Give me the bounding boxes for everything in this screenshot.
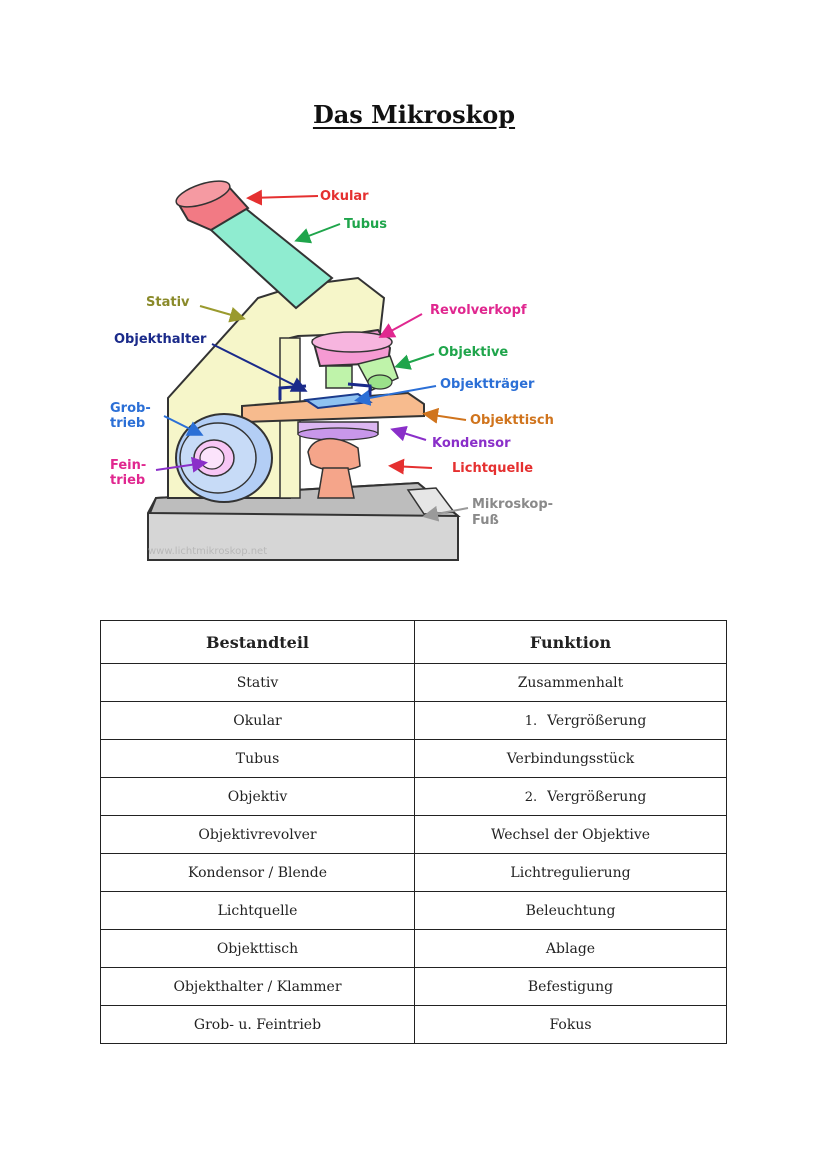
page-title: Das Mikroskop xyxy=(0,100,828,129)
cell-function: Wechsel der Objektive xyxy=(414,815,727,854)
cell-part: Tubus xyxy=(100,739,415,778)
cell-function: Zusammenhalt xyxy=(414,663,727,702)
cell-part: Objekthalter / Klammer xyxy=(100,967,415,1006)
cell-part: Objektiv xyxy=(100,777,415,816)
label-objekttraeger: Objektträger xyxy=(440,377,535,392)
table-row: Objektiv 2. Vergrößerung xyxy=(100,777,727,816)
label-tubus: Tubus xyxy=(344,217,387,232)
cell-function: Ablage xyxy=(414,929,727,968)
cell-part: Objekttisch xyxy=(100,929,415,968)
cell-function-text: Vergrößerung xyxy=(547,788,647,805)
list-number: 2. xyxy=(524,789,538,805)
cell-function: 1. Vergrößerung xyxy=(414,701,727,740)
cell-function: Lichtregulierung xyxy=(414,853,727,892)
cell-part: Grob- u. Feintrieb xyxy=(100,1005,415,1044)
table-row: Okular 1. Vergrößerung xyxy=(100,701,727,740)
page-title-text: Das Mikroskop xyxy=(312,100,516,129)
cell-part: Lichtquelle xyxy=(100,891,415,930)
diagram-arrows xyxy=(155,189,469,522)
table-row: Stativ Zusammenhalt xyxy=(100,663,727,702)
cell-part: Objektivrevolver xyxy=(100,815,415,854)
table-row: Objektivrevolver Wechsel der Objektive xyxy=(100,815,727,854)
cell-part: Stativ xyxy=(100,663,415,702)
label-grobtrieb-1: Grob- xyxy=(110,401,151,416)
list-number: 1. xyxy=(524,713,538,729)
cell-function: Befestigung xyxy=(414,967,727,1006)
table-row: Tubus Verbindungsstück xyxy=(100,739,727,778)
table-header-row: Bestandteil Funktion xyxy=(100,620,727,664)
microscope-light xyxy=(307,437,361,499)
microscope-svg: Okular Tubus Stativ Revolverkopf Objekth… xyxy=(110,180,554,561)
table-row: Lichtquelle Beleuchtung xyxy=(100,891,727,930)
microscope-condenser xyxy=(297,421,379,441)
label-fuss-2: Fuß xyxy=(472,513,499,528)
header-bestandteil: Bestandteil xyxy=(100,620,415,664)
table-row: Grob- u. Feintrieb Fokus xyxy=(100,1005,727,1044)
microscope-focus-knobs xyxy=(175,413,273,503)
cell-part: Kondensor / Blende xyxy=(100,853,415,892)
label-revolverkopf: Revolverkopf xyxy=(430,303,527,318)
microscope-objectives xyxy=(325,355,399,391)
label-objektive: Objektive xyxy=(438,345,508,360)
label-feintrieb-2: trieb xyxy=(110,473,145,488)
label-fuss-1: Mikroskop- xyxy=(472,497,553,512)
cell-function-text: Vergrößerung xyxy=(547,712,647,729)
cell-function: Fokus xyxy=(414,1005,727,1044)
header-funktion: Funktion xyxy=(414,620,727,664)
label-okular: Okular xyxy=(320,189,369,204)
label-stativ: Stativ xyxy=(146,295,190,310)
cell-function: Verbindungsstück xyxy=(414,739,727,778)
label-objekttisch: Objekttisch xyxy=(470,413,554,428)
label-lichtquelle: Lichtquelle xyxy=(452,461,533,476)
table-row: Objekthalter / Klammer Befestigung xyxy=(100,967,727,1006)
microscope-diagram: Okular Tubus Stativ Revolverkopf Objekth… xyxy=(108,168,578,568)
label-grobtrieb-2: trieb xyxy=(110,416,145,431)
label-objekthalter: Objekthalter xyxy=(114,332,207,347)
cell-function: Beleuchtung xyxy=(414,891,727,930)
cell-part: Okular xyxy=(100,701,415,740)
table-row: Kondensor / Blende Lichtregulierung xyxy=(100,853,727,892)
cell-function: 2. Vergrößerung xyxy=(414,777,727,816)
label-kondensor: Kondensor xyxy=(432,436,511,451)
table-row: Objekttisch Ablage xyxy=(100,929,727,968)
microscope-eyepiece xyxy=(175,180,250,232)
microscope-revolver xyxy=(311,328,393,368)
watermark-text: www.lichtmikroskop.net xyxy=(148,546,267,557)
parts-table: Bestandteil Funktion Stativ Zusammenhalt… xyxy=(100,620,727,1044)
label-feintrieb-1: Fein- xyxy=(110,458,146,473)
